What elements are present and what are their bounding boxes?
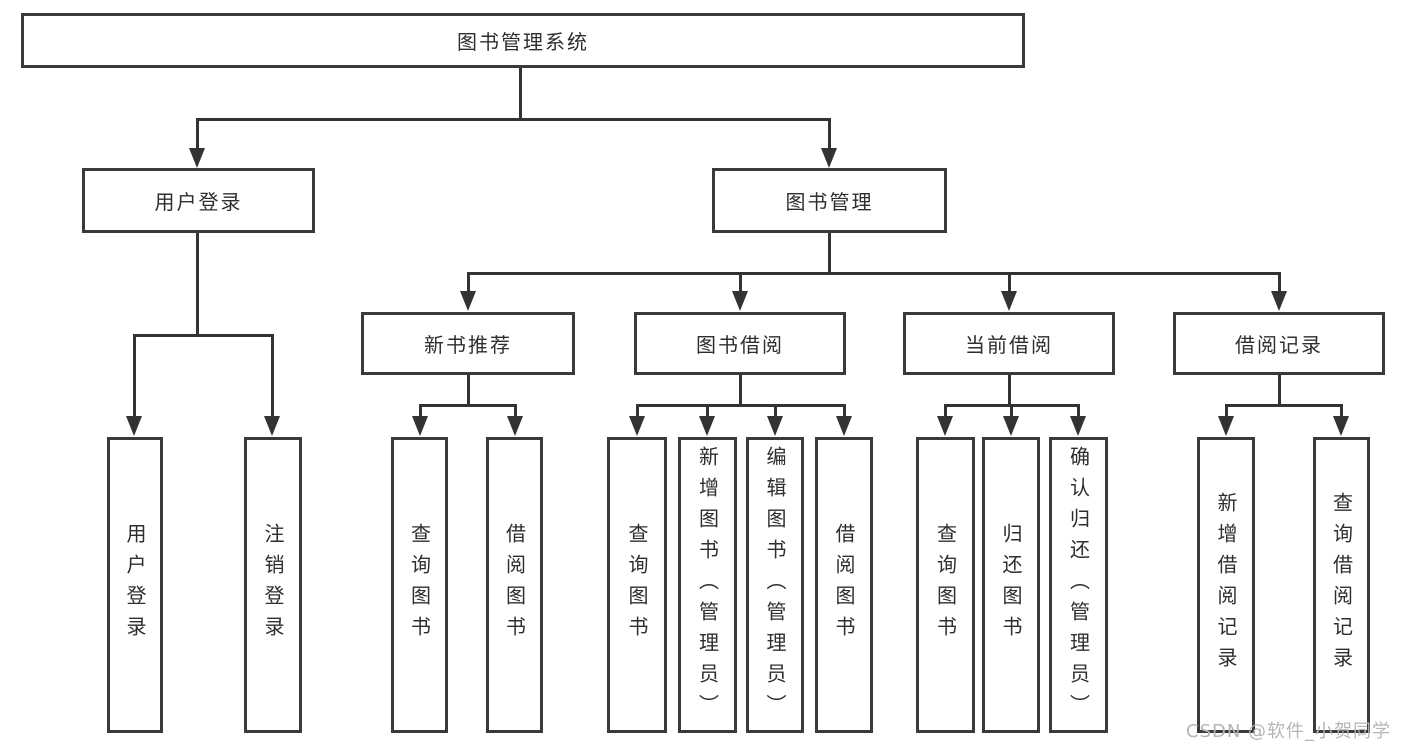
- node-label: 新增图书（管理员）: [695, 445, 720, 725]
- node-label: 新增借阅记录: [1214, 492, 1238, 678]
- connector-arrow-down: [629, 416, 645, 436]
- connector-line: [1010, 404, 1013, 418]
- leaf-query-borrow-record: 查询借阅记录: [1313, 437, 1370, 733]
- connector-line: [1340, 404, 1343, 418]
- node-label: 查询图书: [407, 523, 432, 647]
- node-label: 图书管理系统: [457, 30, 589, 54]
- node-label: 借阅图书: [832, 523, 856, 647]
- node-label: 图书借阅: [696, 333, 784, 357]
- connector-line: [828, 233, 831, 274]
- connector-line: [133, 334, 136, 419]
- node-label: 新书推荐: [424, 333, 512, 357]
- connector-arrow-down: [264, 416, 280, 436]
- node-label: 查询图书: [625, 523, 649, 647]
- connector-arrow-down: [732, 291, 748, 311]
- node-borrowing-records: 借阅记录: [1173, 312, 1385, 375]
- connector-line: [419, 404, 422, 418]
- connector-arrow-down: [189, 148, 205, 168]
- connector-line: [271, 334, 274, 419]
- connector-arrow-down: [460, 291, 476, 311]
- connector-line: [196, 233, 199, 337]
- node-book-borrowing: 图书借阅: [634, 312, 846, 375]
- connector-line: [1077, 404, 1080, 418]
- connector-line: [419, 404, 517, 407]
- connector-arrow-down: [1218, 416, 1234, 436]
- node-label: 确认归还（管理员）: [1066, 445, 1091, 725]
- connector-line: [739, 375, 742, 407]
- node-label: 用户登录: [123, 523, 147, 647]
- leaf-query-books-borrowing: 查询图书: [607, 437, 667, 733]
- node-label: 查询借阅记录: [1329, 492, 1354, 678]
- connector-line: [1225, 404, 1342, 407]
- node-new-book-recommendation: 新书推荐: [361, 312, 575, 375]
- leaf-return-books: 归还图书: [982, 437, 1040, 733]
- node-user-login: 用户登录: [82, 168, 315, 233]
- leaf-borrow-books-borrowing: 借阅图书: [815, 437, 873, 733]
- connector-line: [467, 272, 470, 294]
- connector-arrow-down: [821, 148, 837, 168]
- leaf-query-books-recommend: 查询图书: [391, 437, 448, 733]
- connector-arrow-down: [937, 416, 953, 436]
- connector-line: [1278, 272, 1281, 294]
- connector-line: [636, 404, 639, 418]
- node-label: 用户登录: [154, 190, 243, 214]
- connector-arrow-down: [126, 416, 142, 436]
- connector-line: [739, 272, 742, 294]
- connector-line: [133, 334, 274, 337]
- connector-line: [774, 404, 777, 418]
- connector-arrow-down: [1003, 416, 1019, 436]
- connector-line: [196, 118, 831, 121]
- connector-line: [828, 118, 831, 151]
- connector-line: [1278, 375, 1281, 407]
- connector-arrow-down: [699, 416, 715, 436]
- connector-line: [467, 272, 1281, 275]
- node-label: 归还图书: [999, 523, 1023, 647]
- leaf-edit-books-admin: 编辑图书（管理员）: [746, 437, 804, 733]
- connector-arrow-down: [1271, 291, 1287, 311]
- connector-line: [196, 118, 199, 151]
- connector-line: [1008, 272, 1011, 294]
- node-current-borrowing: 当前借阅: [903, 312, 1115, 375]
- connector-line: [706, 404, 709, 418]
- node-label: 借阅记录: [1235, 333, 1323, 357]
- leaf-borrow-books-recommend: 借阅图书: [486, 437, 543, 733]
- connector-line: [1225, 404, 1228, 418]
- connector-line: [636, 404, 846, 407]
- leaf-add-books-admin: 新增图书（管理员）: [678, 437, 737, 733]
- connector-arrow-down: [767, 416, 783, 436]
- connector-arrow-down: [1070, 416, 1086, 436]
- node-label: 借阅图书: [502, 523, 527, 647]
- leaf-query-books-current: 查询图书: [916, 437, 975, 733]
- connector-line: [944, 404, 947, 418]
- connector-line: [514, 404, 517, 418]
- leaf-confirm-return-admin: 确认归还（管理员）: [1049, 437, 1108, 733]
- connector-line: [467, 375, 470, 407]
- leaf-add-borrow-record: 新增借阅记录: [1197, 437, 1255, 733]
- connector-line: [1008, 375, 1011, 407]
- connector-arrow-down: [836, 416, 852, 436]
- node-label: 查询图书: [933, 523, 958, 647]
- connector-arrow-down: [507, 416, 523, 436]
- node-label: 注销登录: [261, 523, 285, 647]
- connector-arrow-down: [412, 416, 428, 436]
- node-book-management: 图书管理: [712, 168, 947, 233]
- connector-line: [519, 68, 522, 120]
- csdn-watermark: CSDN @软件_小贺同学: [1186, 721, 1392, 742]
- connector-arrow-down: [1333, 416, 1349, 436]
- node-label: 当前借阅: [965, 333, 1053, 357]
- node-label: 编辑图书（管理员）: [763, 445, 787, 725]
- leaf-logout: 注销登录: [244, 437, 302, 733]
- connector-line: [843, 404, 846, 418]
- node-label: 图书管理: [785, 190, 874, 214]
- connector-arrow-down: [1001, 291, 1017, 311]
- node-root-library-management-system: 图书管理系统: [21, 13, 1025, 68]
- leaf-user-login: 用户登录: [107, 437, 163, 733]
